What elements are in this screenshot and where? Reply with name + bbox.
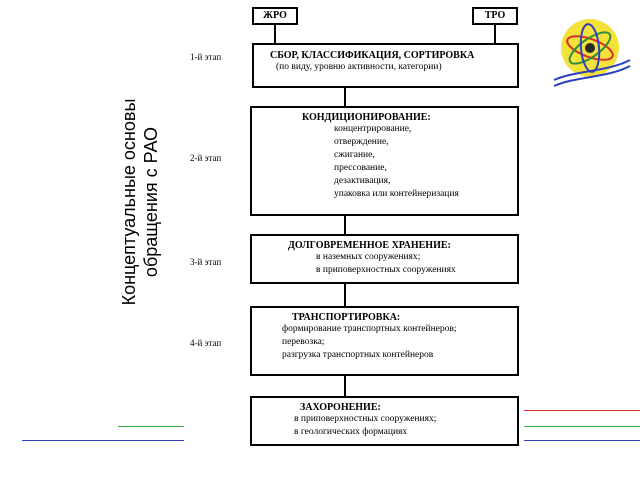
stage-1-label: 1-й этап <box>190 52 222 62</box>
deco-line-red-right <box>524 410 640 411</box>
connector-tro <box>494 25 496 43</box>
atom-logo-icon <box>553 19 631 87</box>
deco-line-blue-right <box>524 440 640 441</box>
side-title: Концептуальные основы обращения с РАО <box>118 42 162 362</box>
block-disposal-title: ЗАХОРОНЕНИЕ: <box>300 402 381 413</box>
deco-line-green-left <box>118 426 184 427</box>
connector-3-4 <box>344 284 346 306</box>
conditioning-item: упаковка или контейнеризация <box>334 189 459 199</box>
block-storage: ДОЛГОВРЕМЕННОЕ ХРАНЕНИЕ: в наземных соор… <box>250 234 519 284</box>
block-conditioning: КОНДИЦИОНИРОВАНИЕ: концентрирование, отв… <box>250 106 519 216</box>
block-disposal: ЗАХОРОНЕНИЕ: в приповерхностных сооружен… <box>250 396 519 446</box>
connector-1-2 <box>344 88 346 106</box>
conditioning-item: концентрирование, <box>334 124 412 134</box>
transport-item: разгрузка транспортных контейнеров <box>282 350 434 360</box>
box-liquid-waste: ЖРО <box>252 7 298 25</box>
box-solid-waste: ТРО <box>472 7 518 25</box>
conditioning-item: сжигание, <box>334 150 375 160</box>
disposal-item: в геологических формациях <box>294 427 408 437</box>
block-transport-title: ТРАНСПОРТИРОВКА: <box>292 312 401 323</box>
stage-3-label: 3-й этап <box>190 257 222 267</box>
conditioning-item: отверждение, <box>334 137 389 147</box>
block-storage-title: ДОЛГОВРЕМЕННОЕ ХРАНЕНИЕ: <box>288 240 451 251</box>
label-zhro: ЖРО <box>263 10 287 21</box>
side-title-line-1: Концептуальные основы <box>119 98 139 306</box>
stage-2-label: 2-й этап <box>190 153 222 163</box>
connector-zhro <box>274 25 276 43</box>
side-title-line-2: обращения с РАО <box>141 126 161 278</box>
deco-line-green-right <box>524 426 640 427</box>
block-transport: ТРАНСПОРТИРОВКА: формирование транспортн… <box>250 306 519 376</box>
connector-4-5 <box>344 376 346 396</box>
disposal-item: в приповерхностных сооружениях; <box>294 414 437 424</box>
block-collection-line: (по виду, уровню активности, категории) <box>276 62 442 72</box>
storage-item: в наземных сооружениях; <box>316 252 421 262</box>
block-collection-title: СБОР, КЛАССИФИКАЦИЯ, СОРТИРОВКА <box>270 50 475 61</box>
transport-item: формирование транспортных контейнеров; <box>282 324 457 334</box>
conditioning-item: прессование, <box>334 163 387 173</box>
conditioning-item: дезактивация, <box>334 176 391 186</box>
stage-4-label: 4-й этап <box>190 338 222 348</box>
block-collection: СБОР, КЛАССИФИКАЦИЯ, СОРТИРОВКА (по виду… <box>252 43 519 88</box>
transport-item: перевозка; <box>282 337 325 347</box>
block-conditioning-title: КОНДИЦИОНИРОВАНИЕ: <box>302 112 431 123</box>
connector-2-3 <box>344 216 346 234</box>
label-tro: ТРО <box>484 10 506 21</box>
storage-item: в приповерхностных сооружениях <box>316 265 456 275</box>
deco-line-blue-left <box>22 440 184 441</box>
